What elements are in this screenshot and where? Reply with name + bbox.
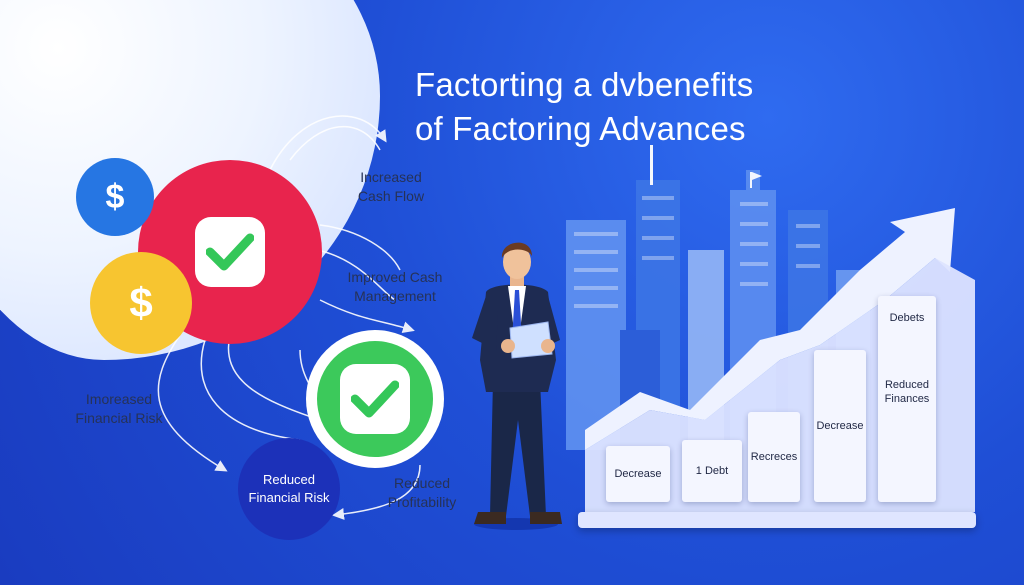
chart-base xyxy=(578,512,976,528)
increased-financial-risk-label: Imoreased Financial Risk xyxy=(54,390,184,428)
check-icon xyxy=(340,364,410,434)
shoe xyxy=(474,512,506,524)
bar-card: Decrease xyxy=(814,350,866,502)
title-line-2: of Factoring Advances xyxy=(415,110,746,148)
label-line: Profitability xyxy=(387,494,457,510)
increased-cash-flow-label: Increased Cash Flow xyxy=(336,168,446,206)
label-line: Increased xyxy=(360,169,422,185)
green-inner-circle xyxy=(317,341,433,457)
dollar-icon: $ xyxy=(76,158,154,236)
bar-card: Recreces xyxy=(748,412,800,502)
trend-arrow-icon xyxy=(585,208,955,450)
check-icon xyxy=(195,217,265,287)
flag-pole xyxy=(750,172,752,188)
label-line: Management xyxy=(354,288,436,304)
label-line: Financial Risk xyxy=(75,410,163,426)
bar-card: Decrease xyxy=(606,446,670,502)
reduced-financial-risk-line1: Reduced xyxy=(262,472,316,487)
face xyxy=(503,245,531,279)
flag-icon xyxy=(752,172,762,180)
title-line-1: Factorting a dvbenefits xyxy=(415,66,754,104)
label-line: Reduced xyxy=(393,475,451,491)
arm xyxy=(472,296,498,350)
reduced-financial-risk-line2: Financial Risk xyxy=(248,490,330,505)
bar-label: Reduced Finances xyxy=(884,379,930,405)
bar-label: Debets xyxy=(889,312,925,324)
green-circle xyxy=(306,330,444,468)
hair xyxy=(501,242,532,258)
improved-cash-management-label: Improved Cash Management xyxy=(330,268,460,306)
label-line: Imoreased xyxy=(85,391,153,407)
red-circle xyxy=(138,160,322,344)
reduced-profitability-label: Reduced Profitability xyxy=(372,474,472,512)
dollar-icon: $ xyxy=(90,252,192,354)
antenna xyxy=(650,145,653,185)
bar-card-tall: Debets Reduced Finances xyxy=(878,296,936,502)
trousers xyxy=(490,380,546,516)
label-line: Cash Flow xyxy=(357,188,425,204)
bar-card: 1 Debt xyxy=(682,440,742,502)
navy-circle: Reduced Financial Risk xyxy=(238,438,340,540)
label-line: Improved Cash xyxy=(347,269,443,285)
shoe xyxy=(530,512,562,524)
